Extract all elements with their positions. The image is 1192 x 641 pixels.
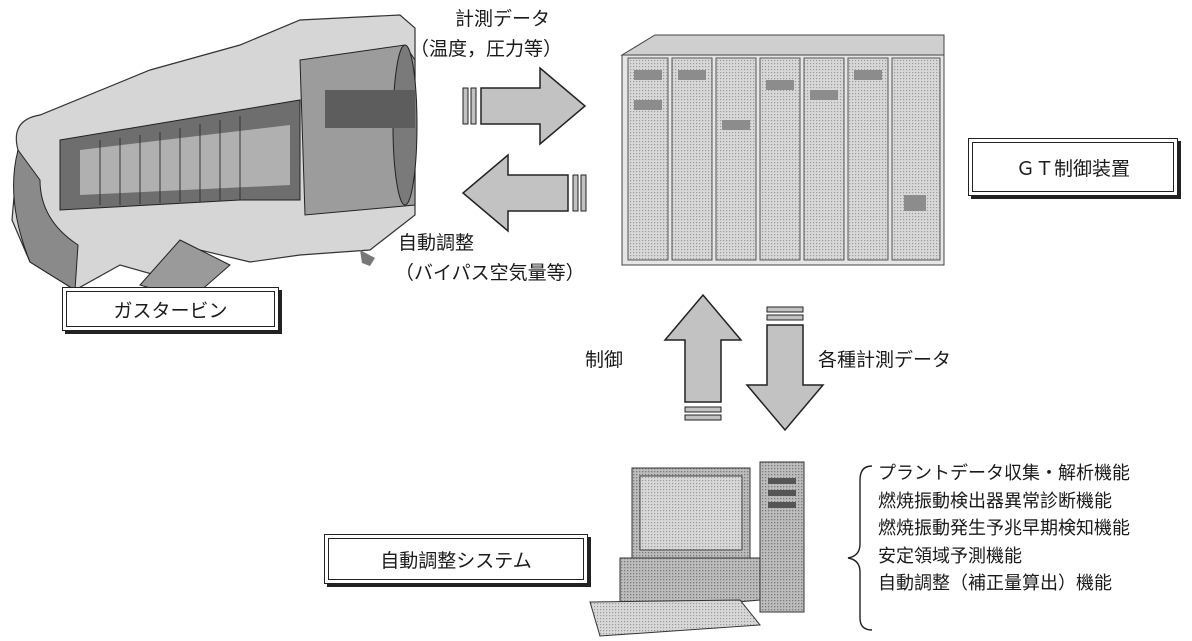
function-item: 自動調整（補正量算出）機能	[878, 573, 1112, 595]
arrow-various-measurement	[745, 306, 825, 432]
measurement-data-label: 計測データ	[455, 8, 551, 30]
gas-turbine-image	[11, 14, 418, 301]
function-list: プラントデータ収集・解析機能 燃焼振動検出器異常診断機能 燃焼振動発生予兆早期検…	[878, 460, 1130, 598]
function-item: 燃焼振動検出器異常診断機能	[878, 490, 1112, 512]
arrow-measurement-data	[462, 66, 587, 146]
gt-controller-label: ＧＴ制御装置	[1015, 157, 1130, 180]
computer-image	[589, 461, 805, 637]
function-item: プラントデータ収集・解析機能	[878, 463, 1130, 484]
auto-adjust-label: 自動調整	[398, 232, 475, 254]
auto-tuning-system-label-box: 自動調整システム	[324, 534, 588, 584]
gas-turbine-label: ガスタービン	[113, 299, 228, 322]
function-item: 燃焼振動発生予兆早期検知機能	[878, 518, 1130, 540]
auto-tuning-system-label: 自動調整システム	[380, 549, 532, 572]
control-label: 制御	[585, 349, 624, 371]
functions-brace	[847, 465, 873, 631]
auto-adjust-detail: （バイパス空気量等）	[395, 262, 585, 284]
gas-turbine-label-box: ガスタービン	[62, 287, 279, 331]
arrow-auto-adjust	[461, 153, 587, 233]
function-item: 安定領域予測機能	[878, 545, 1022, 567]
various-measurement-label: 各種計測データ	[818, 349, 952, 371]
arrow-control	[663, 293, 743, 421]
gt-controller-image	[620, 34, 945, 266]
measurement-data-detail: （温度，圧力等）	[410, 38, 563, 60]
gt-controller-label-box: ＧＴ制御装置	[968, 138, 1178, 196]
